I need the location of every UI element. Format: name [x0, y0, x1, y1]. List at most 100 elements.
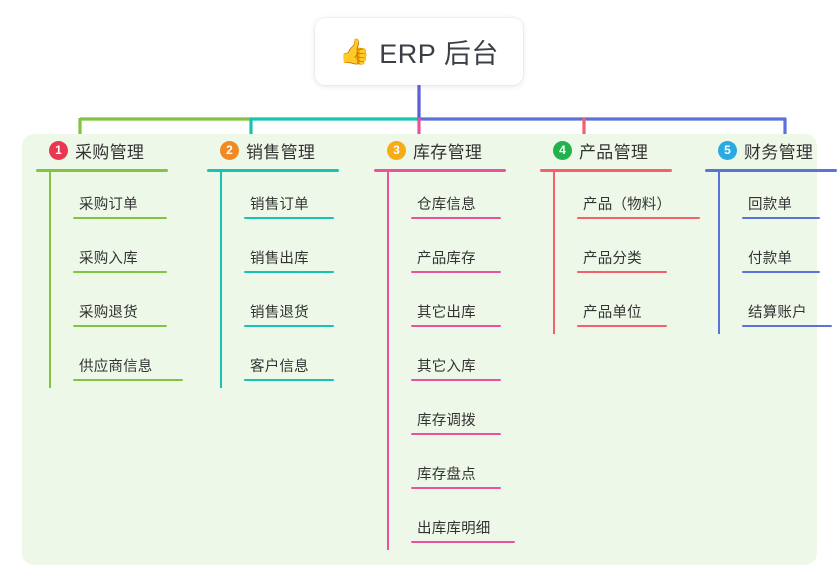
branch-spine-3	[387, 172, 389, 550]
leaf-label: 产品（物料）	[583, 197, 672, 213]
leaf-item[interactable]: 销售出库	[244, 226, 367, 280]
leaf-underline	[411, 433, 501, 435]
root-node-content: 👍 ERP 后台	[339, 32, 499, 71]
thumbs-up-icon: 👍	[339, 38, 371, 66]
branch-header-1[interactable]: 1 采购管理	[36, 134, 196, 166]
branch-badge-1: 1	[49, 140, 68, 160]
leaf-underline	[73, 325, 167, 327]
leaf-item[interactable]: 采购订单	[73, 172, 196, 226]
leaf-label: 销售出库	[250, 251, 309, 267]
branch-spine-4	[553, 172, 555, 334]
branch-column-1: 1 采购管理 采购订单 采购入库 采购退货 供应商	[36, 134, 196, 388]
branch-badge-4: 4	[553, 140, 572, 160]
leaf-item[interactable]: 出库库明细	[411, 496, 544, 550]
leaf-label: 结算账户	[748, 305, 807, 321]
root-node-title: ERP 后台	[379, 39, 499, 69]
leaf-underline	[577, 217, 700, 219]
branch-column-5: 5 财务管理 回款单 付款单 结算账户	[705, 134, 839, 334]
leaf-item[interactable]: 供应商信息	[73, 334, 196, 388]
leaf-item[interactable]: 付款单	[742, 226, 839, 280]
branch-header-4[interactable]: 4 产品管理	[540, 134, 720, 166]
leaf-label: 仓库信息	[417, 197, 476, 213]
leaf-label: 客户信息	[250, 359, 309, 375]
leaf-underline	[411, 325, 501, 327]
leaf-label: 付款单	[748, 251, 793, 267]
branch-items-4: 产品（物料） 产品分类 产品单位	[553, 172, 720, 334]
branch-underline-3	[374, 169, 506, 172]
leaf-label: 库存盘点	[417, 467, 476, 483]
leaf-label: 产品库存	[417, 251, 476, 267]
leaf-item[interactable]: 产品单位	[577, 280, 720, 334]
branch-column-2: 2 销售管理 销售订单 销售出库 销售退货 客户信	[207, 134, 367, 388]
leaf-label: 产品单位	[583, 305, 642, 321]
leaf-item[interactable]: 回款单	[742, 172, 839, 226]
branch-underline-5	[705, 169, 837, 172]
leaf-item[interactable]: 采购入库	[73, 226, 196, 280]
branch-title-1: 采购管理	[75, 142, 145, 162]
leaf-item[interactable]: 销售退货	[244, 280, 367, 334]
leaf-underline	[73, 271, 167, 273]
branch-header-3[interactable]: 3 库存管理	[374, 134, 544, 166]
branch-badge-5: 5	[718, 140, 737, 160]
branch-items-1: 采购订单 采购入库 采购退货 供应商信息	[49, 172, 196, 388]
leaf-label: 采购入库	[79, 251, 138, 267]
leaf-item[interactable]: 其它入库	[411, 334, 544, 388]
leaf-underline	[411, 379, 501, 381]
leaf-underline	[577, 325, 667, 327]
branch-title-2: 销售管理	[246, 142, 316, 162]
leaf-item[interactable]: 销售订单	[244, 172, 367, 226]
leaf-underline	[411, 541, 515, 543]
branch-spine-2	[220, 172, 222, 388]
branch-header-2[interactable]: 2 销售管理	[207, 134, 367, 166]
branch-header-5[interactable]: 5 财务管理	[705, 134, 839, 166]
branch-underline-1	[36, 169, 168, 172]
branch-items-2: 销售订单 销售出库 销售退货 客户信息	[220, 172, 367, 388]
branch-column-4: 4 产品管理 产品（物料） 产品分类 产品单位	[540, 134, 720, 334]
leaf-underline	[244, 325, 334, 327]
branch-title-4: 产品管理	[579, 142, 649, 162]
leaf-item[interactable]: 采购退货	[73, 280, 196, 334]
leaf-underline	[244, 217, 334, 219]
leaf-item[interactable]: 产品库存	[411, 226, 544, 280]
leaf-label: 销售退货	[250, 305, 309, 321]
leaf-underline	[244, 379, 334, 381]
leaf-label: 采购退货	[79, 305, 138, 321]
branch-title-3: 库存管理	[413, 142, 483, 162]
leaf-item[interactable]: 仓库信息	[411, 172, 544, 226]
leaf-underline	[742, 271, 820, 273]
leaf-label: 产品分类	[583, 251, 642, 267]
branch-title-5: 财务管理	[744, 142, 814, 162]
leaf-label: 供应商信息	[79, 359, 153, 375]
leaf-item[interactable]: 库存盘点	[411, 442, 544, 496]
leaf-underline	[742, 217, 820, 219]
leaf-item[interactable]: 产品分类	[577, 226, 720, 280]
leaf-underline	[73, 379, 183, 381]
branch-column-3: 3 库存管理 仓库信息 产品库存 其它出库 其它入	[374, 134, 544, 550]
leaf-label: 出库库明细	[417, 521, 491, 537]
leaf-label: 其它出库	[417, 305, 476, 321]
leaf-underline	[577, 271, 667, 273]
branch-underline-2	[207, 169, 339, 172]
leaf-label: 其它入库	[417, 359, 476, 375]
leaf-item[interactable]: 其它出库	[411, 280, 544, 334]
leaf-label: 销售订单	[250, 197, 309, 213]
branch-spine-1	[49, 172, 51, 388]
leaf-item[interactable]: 结算账户	[742, 280, 839, 334]
leaf-underline	[411, 217, 501, 219]
leaf-underline	[411, 487, 501, 489]
branch-panel: 1 采购管理 采购订单 采购入库 采购退货 供应商	[22, 134, 837, 565]
leaf-underline	[73, 217, 167, 219]
leaf-label: 采购订单	[79, 197, 138, 213]
leaf-underline	[411, 271, 501, 273]
leaf-item[interactable]: 库存调拨	[411, 388, 544, 442]
leaf-underline	[742, 325, 832, 327]
branch-spine-5	[718, 172, 720, 334]
leaf-underline	[244, 271, 334, 273]
branch-badge-2: 2	[220, 140, 239, 160]
branch-badge-3: 3	[387, 140, 406, 160]
root-node[interactable]: 👍 ERP 后台	[315, 18, 523, 85]
leaf-item[interactable]: 产品（物料）	[577, 172, 720, 226]
leaf-label: 回款单	[748, 197, 793, 213]
leaf-item[interactable]: 客户信息	[244, 334, 367, 388]
